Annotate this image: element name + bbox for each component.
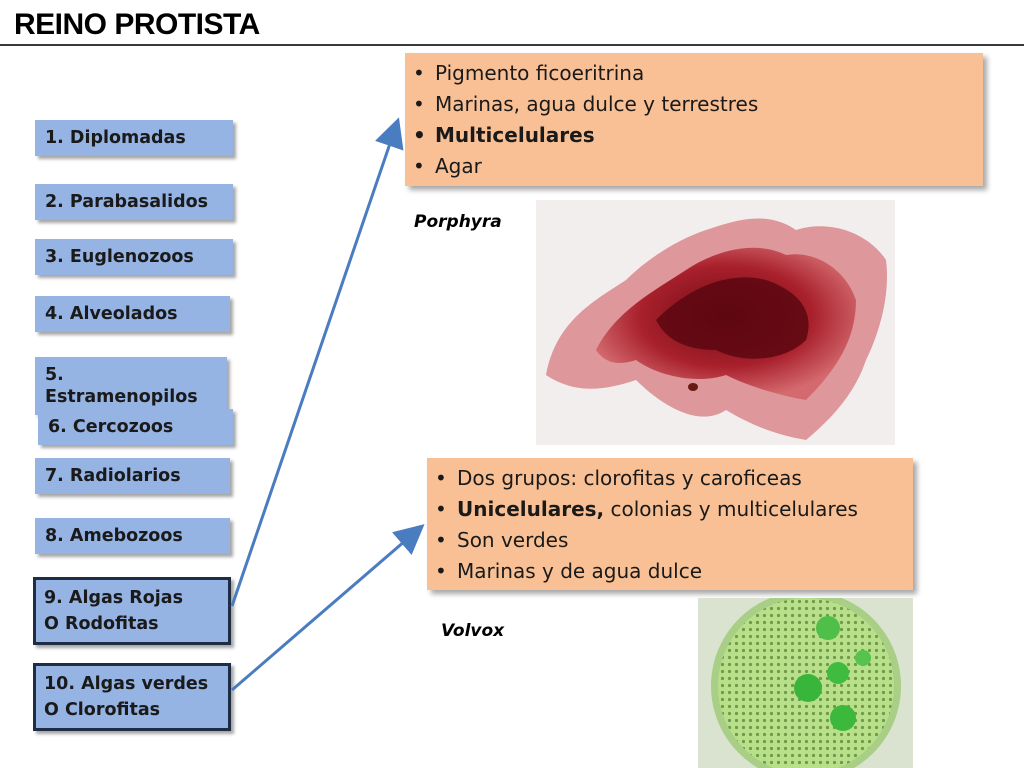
page-title: REINO PROTISTA <box>14 8 260 41</box>
group-tile-radiolarios[interactable]: 7. Radiolarios <box>35 458 230 494</box>
group-label: 6. Cercozoos <box>48 417 174 437</box>
group-label: 4. Alveolados <box>45 304 178 324</box>
group-label: 2. Parabasalidos <box>45 192 209 212</box>
group-label: 5. Estramenopilos <box>45 365 198 407</box>
title-divider <box>0 44 1024 46</box>
porphyra-photo <box>536 200 895 445</box>
volvox-caption: Volvox <box>441 621 505 641</box>
bullet-item: Dos grupos: clorofitas y caroficeas <box>427 463 913 494</box>
red-algae-info-box: Pigmento ficoeritrina Marinas, agua dulc… <box>405 53 983 186</box>
bullet-item: Marinas, agua dulce y terrestres <box>405 89 983 120</box>
group-tile-parabasalidos[interactable]: 2. Parabasalidos <box>35 184 233 220</box>
group-tile-estramenopilos[interactable]: 5. Estramenopilos <box>35 357 227 415</box>
group-label: 3. Euglenozoos <box>45 247 194 267</box>
bullet-item: Pigmento ficoeritrina <box>405 58 983 89</box>
group-tile-diplomadas[interactable]: 1. Diplomadas <box>35 120 233 156</box>
bullet-item: Marinas y de agua dulce <box>427 556 913 587</box>
arrow-to-red-algae-box <box>230 117 404 607</box>
bullet-bold-text: Unicelulares, <box>457 497 605 521</box>
group-tile-algas-verdes[interactable]: 10. Algas verdes O Clorofitas <box>33 663 231 731</box>
group-label-line1: 10. Algas verdes <box>44 674 209 694</box>
group-label-line2: O Rodofitas <box>44 614 159 634</box>
group-label: 8. Amebozoos <box>45 526 183 546</box>
group-tile-algas-rojas[interactable]: 9. Algas Rojas O Rodofitas <box>33 577 231 645</box>
porphyra-caption: Porphyra <box>414 212 502 232</box>
green-algae-bullets: Dos grupos: clorofitas y caroficeas Unic… <box>427 463 913 587</box>
group-label: 1. Diplomadas <box>45 128 186 148</box>
group-tile-euglenozoos[interactable]: 3. Euglenozoos <box>35 239 233 275</box>
arrow-to-green-algae-box <box>231 524 425 692</box>
bullet-item: Son verdes <box>427 525 913 556</box>
volvox-photo <box>698 598 913 768</box>
group-label-line1: 9. Algas Rojas <box>44 588 184 608</box>
group-label: 7. Radiolarios <box>45 466 181 486</box>
group-tile-alveolados[interactable]: 4. Alveolados <box>35 296 230 332</box>
group-tile-amebozoos[interactable]: 8. Amebozoos <box>35 518 230 554</box>
bullet-item: Multicelulares <box>405 120 983 151</box>
group-tile-cercozoos[interactable]: 6. Cercozoos <box>38 409 233 445</box>
bullet-rest-text: colonias y multicelulares <box>604 497 858 521</box>
bullet-item: Agar <box>405 151 983 182</box>
group-label-line2: O Clorofitas <box>44 700 161 720</box>
red-algae-bullets: Pigmento ficoeritrina Marinas, agua dulc… <box>405 58 983 182</box>
green-algae-info-box: Dos grupos: clorofitas y caroficeas Unic… <box>427 458 913 590</box>
bullet-item: Unicelulares, colonias y multicelulares <box>427 494 913 525</box>
